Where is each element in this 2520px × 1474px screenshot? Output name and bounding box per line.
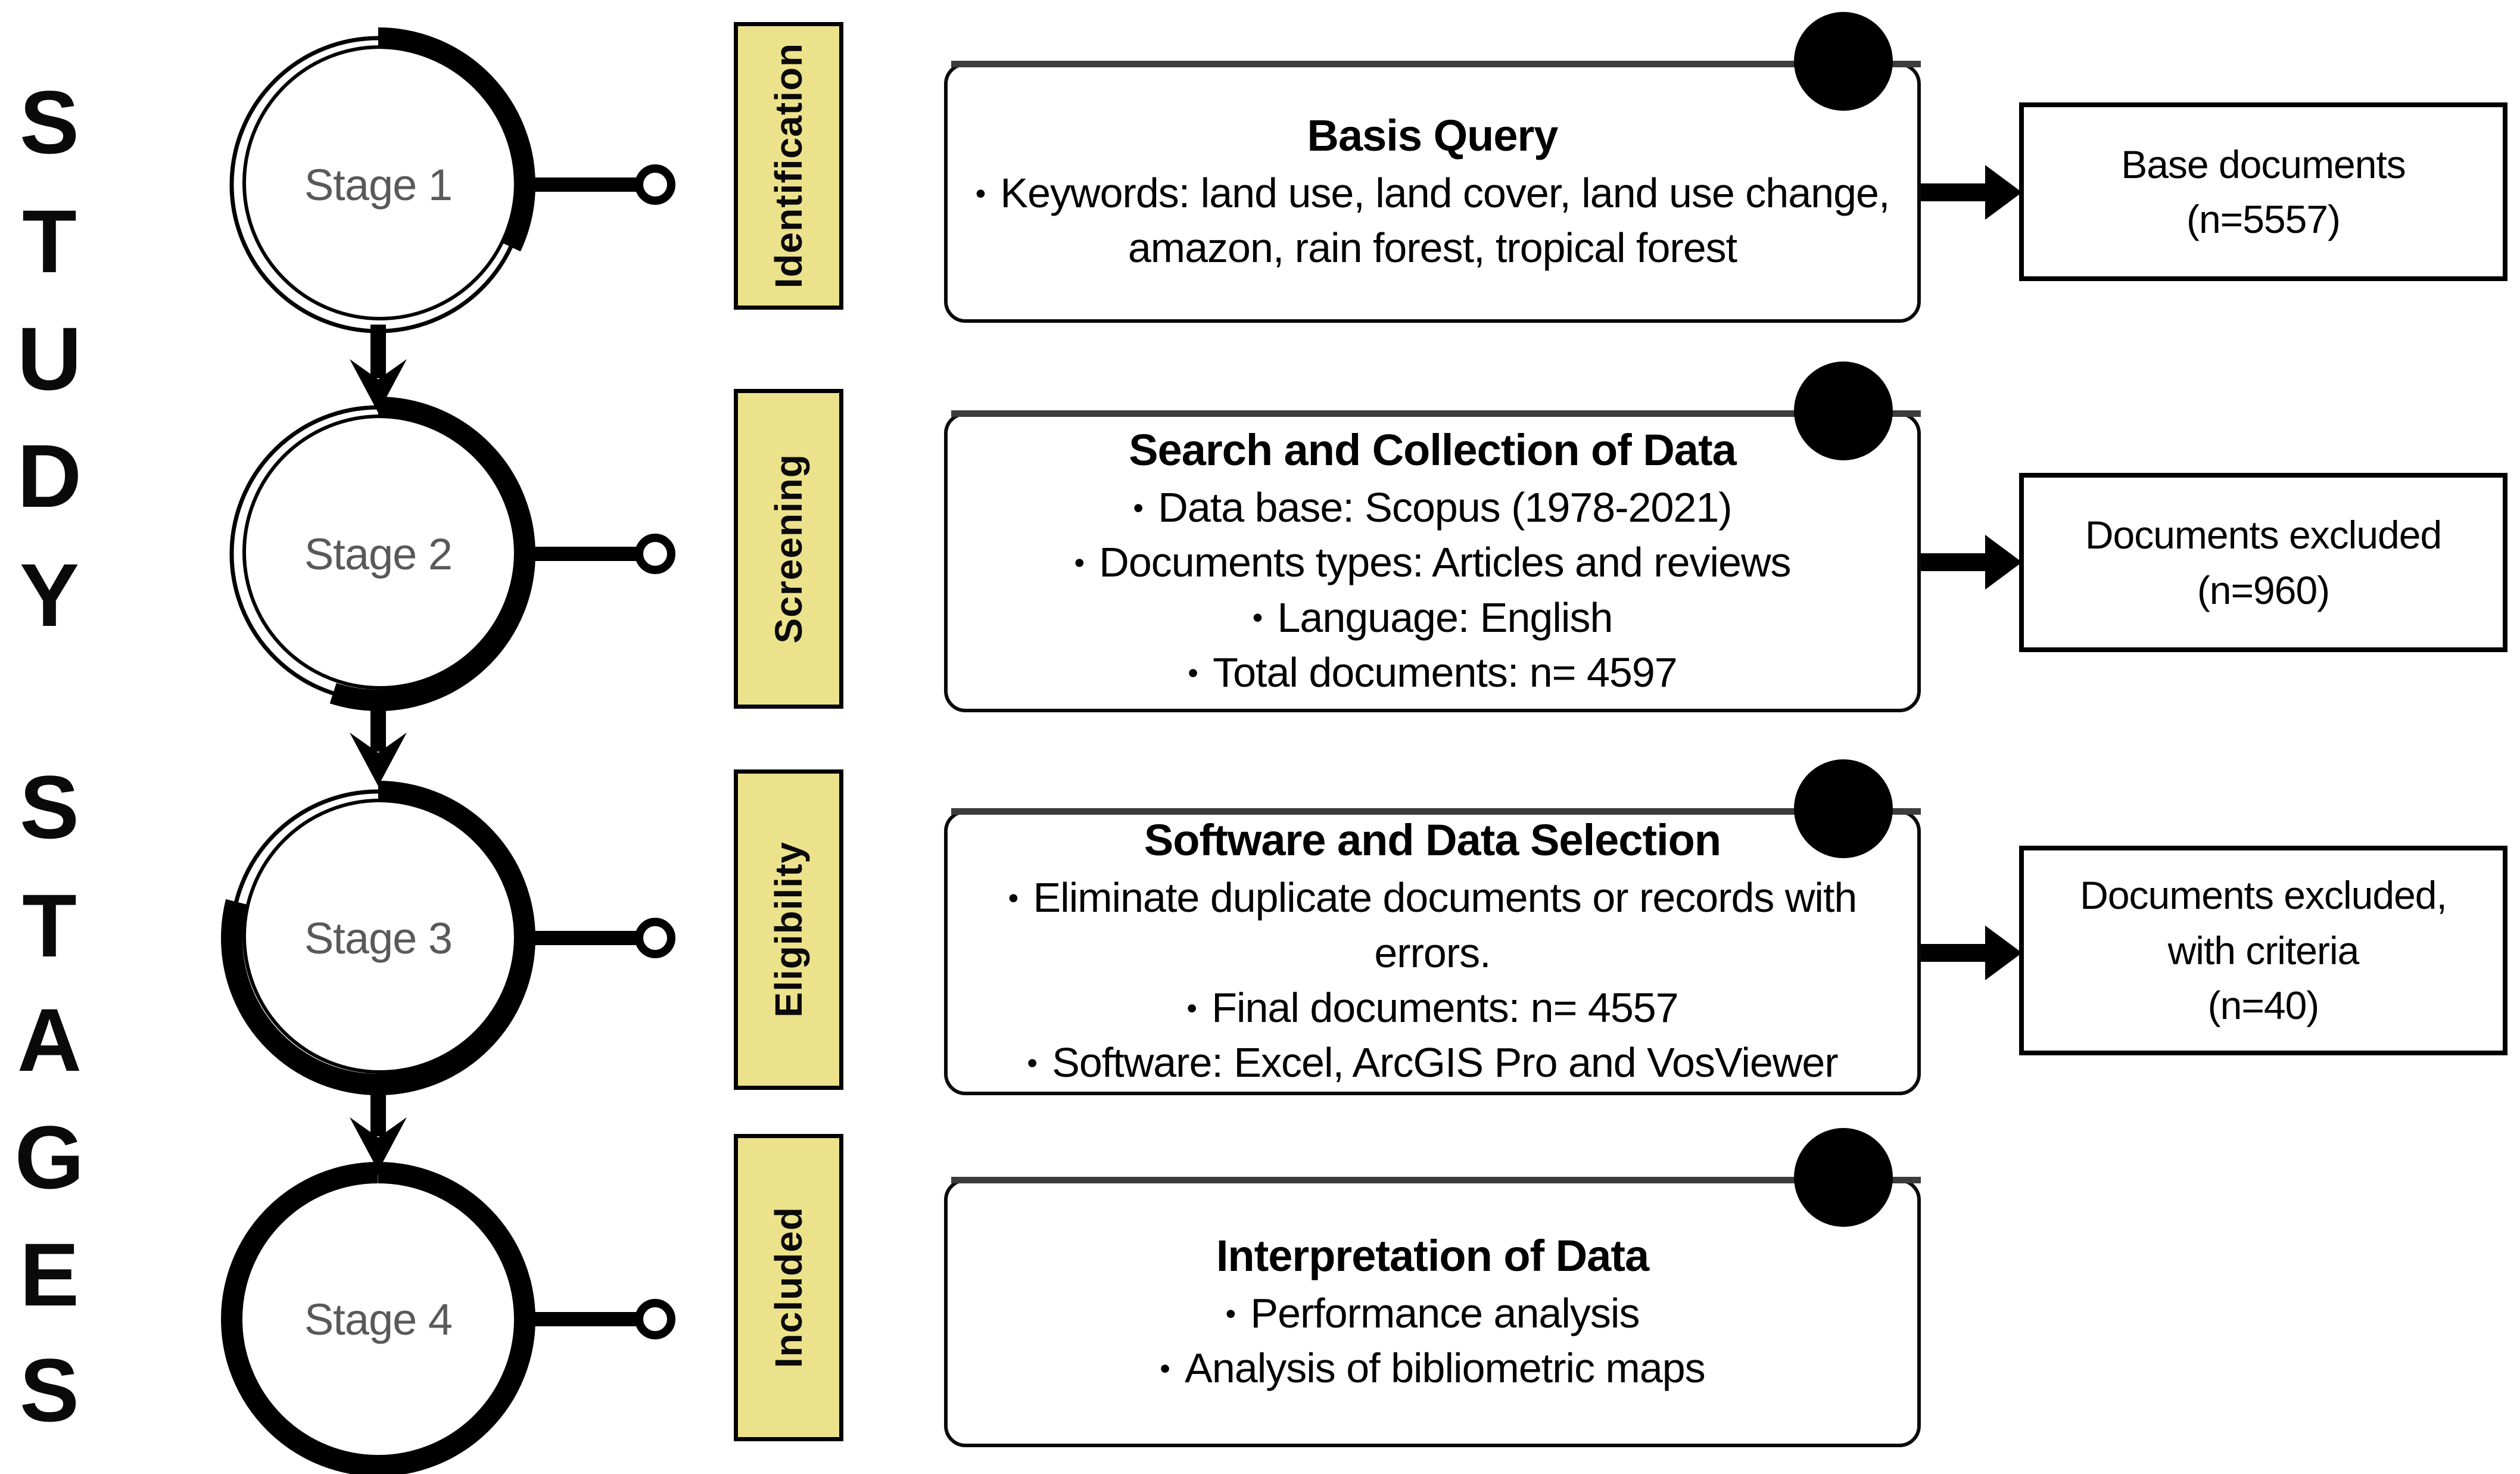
down-arrow-3-icon (350, 1083, 407, 1171)
interpretation-bullet-2: • Analysis of bibliometric maps (1160, 1341, 1705, 1395)
search-collection-bullet-1-text: Data base: Scopus (1978-2021) (1158, 484, 1732, 531)
rail-letter-study-u: U (17, 308, 82, 409)
software-selection-bullet-3-text: Software: Excel, ArcGIS Pro and VosViewe… (1052, 1039, 1838, 1086)
search-collection-bullet-4-text: Total documents: n= 4597 (1213, 649, 1678, 696)
bullet-dot-icon: • (1008, 881, 1019, 915)
phase-label-included: Included (734, 1134, 843, 1441)
stage-4-connector-ring-icon (635, 1299, 675, 1339)
stage-2-connector-line (523, 547, 637, 561)
phase-label-eligibility-text: Eligibility (767, 842, 810, 1018)
stage-4-connector-line (523, 1312, 637, 1326)
rail-letter-study-d: D (17, 425, 82, 526)
software-selection-bullet-1-text: Eliminate duplicate documents or records… (1033, 874, 1857, 976)
stage-2-connector-ring-icon (635, 534, 675, 574)
arrow-2-head-icon (1985, 535, 2022, 590)
arrow-3-head-icon (1985, 925, 2022, 980)
documents-excluded-criteria-text: Documents excluded, with criteria (n=40) (2080, 873, 2447, 1028)
interpretation-title: Interpretation of Data (1216, 1230, 1649, 1280)
basis-query-box: Basis Query • Keywords: land use, land co… (944, 61, 1921, 323)
software-selection-bullet-2: • Final documents: n= 4557 (1186, 980, 1678, 1035)
software-selection-bullet-2-text: Final documents: n= 4557 (1211, 984, 1678, 1031)
base-documents-box: Base documents (n=5557) (2019, 102, 2507, 281)
search-collection-bullet-2-text: Documents types: Articles and reviews (1099, 539, 1791, 586)
interpretation-bullet-1-text: Performance analysis (1250, 1289, 1640, 1336)
down-arrow-2-icon (350, 698, 407, 786)
stage-3-connector-line (523, 931, 637, 945)
corner-dot-2-icon (1794, 362, 1893, 460)
bullet-dot-icon: • (1074, 546, 1085, 580)
bullet-dot-icon: • (1027, 1046, 1038, 1080)
rail-letter-stages-t: T (22, 875, 77, 976)
basis-query-title: Basis Query (1307, 110, 1559, 160)
rail-letter-study-t: T (22, 191, 77, 291)
arrow-2-stem (1921, 553, 1986, 571)
rail-letter-stages-e: E (19, 1224, 80, 1325)
stage-1-connector-line (523, 177, 637, 192)
stage-3-connector-ring-icon (635, 918, 675, 958)
base-documents-text: Base documents (n=5557) (2121, 142, 2406, 241)
phase-label-included-text: Included (767, 1207, 810, 1369)
arrow-3-stem (1921, 944, 1986, 962)
rail-letter-stages-s1: S (19, 756, 80, 857)
search-collection-bullet-4: • Total documents: n= 4597 (1188, 645, 1677, 700)
stage-4-label: Stage 4 (304, 1294, 453, 1344)
corner-dot-1-icon (1794, 12, 1893, 111)
software-selection-box: Software and Data Selection • Eliminate d… (944, 808, 1921, 1095)
search-collection-bullet-1: • Data base: Scopus (1978-2021) (1133, 480, 1732, 535)
search-collection-bullet-3-text: Language: English (1277, 594, 1613, 641)
bullet-dot-icon: • (1133, 490, 1144, 525)
corner-dot-4-icon (1794, 1128, 1893, 1227)
bullet-dot-icon: • (1186, 990, 1197, 1025)
stage-2-label: Stage 2 (304, 529, 453, 579)
stage-3-label: Stage 3 (304, 913, 453, 963)
phase-label-eligibility: Eligibility (734, 769, 843, 1090)
documents-excluded-box: Documents excluded (n=960) (2019, 473, 2507, 652)
arrow-1-stem (1921, 183, 1986, 201)
down-arrow-1-icon (350, 325, 407, 413)
basis-query-bullet-1-text: Keywords: land use, land cover, land use… (1000, 169, 1890, 271)
bullet-dot-icon: • (1188, 655, 1198, 690)
rail-letter-study-s: S (19, 71, 80, 172)
interpretation-box: Interpretation of Data • Performance anal… (944, 1177, 1921, 1447)
stage-3-node: Stage 3 (211, 771, 545, 1105)
search-collection-bullet-3: • Language: English (1253, 590, 1613, 645)
search-collection-box: Search and Collection of Data • Data base… (944, 410, 1921, 712)
bullet-dot-icon: • (1160, 1351, 1170, 1385)
corner-dot-3-icon (1794, 759, 1893, 858)
stage-1-connector-ring-icon (635, 164, 675, 205)
search-collection-title: Search and Collection of Data (1129, 425, 1737, 475)
software-selection-title: Software and Data Selection (1144, 815, 1721, 865)
stage-2-node: Stage 2 (211, 387, 545, 721)
stage-1-node: Stage 1 (211, 18, 545, 351)
stage-1-label: Stage 1 (304, 160, 453, 210)
rail-letter-study-y: Y (19, 544, 80, 645)
interpretation-bullet-1: • Performance analysis (1226, 1286, 1640, 1341)
bullet-dot-icon: • (975, 176, 986, 210)
phase-label-identification-text: Identification (767, 43, 810, 289)
documents-excluded-text: Documents excluded (n=960) (2085, 513, 2442, 612)
arrow-1-head-icon (1985, 165, 2022, 220)
basis-query-bullet-1: • Keywords: land use, land cover, land us… (968, 166, 1897, 276)
documents-excluded-criteria-box: Documents excluded, with criteria (n=40) (2019, 846, 2507, 1055)
phase-label-screening-text: Screening (767, 454, 810, 644)
rail-letter-stages-s2: S (19, 1339, 80, 1440)
rail-letter-stages-g: G (14, 1107, 85, 1207)
stage-4-node: Stage 4 (211, 1152, 545, 1474)
bullet-dot-icon: • (1252, 600, 1263, 635)
search-collection-bullet-2: • Documents types: Articles and reviews (1074, 535, 1791, 590)
bullet-dot-icon: • (1225, 1296, 1236, 1330)
rail-letter-stages-a: A (17, 989, 82, 1090)
interpretation-bullet-2-text: Analysis of bibliometric maps (1185, 1345, 1706, 1391)
software-selection-bullet-1: • Eliminate duplicate documents or record… (968, 870, 1897, 980)
phase-label-identification: Identification (734, 22, 843, 310)
phase-label-screening: Screening (734, 389, 843, 709)
software-selection-bullet-3: • Software: Excel, ArcGIS Pro and VosView… (1027, 1035, 1838, 1090)
